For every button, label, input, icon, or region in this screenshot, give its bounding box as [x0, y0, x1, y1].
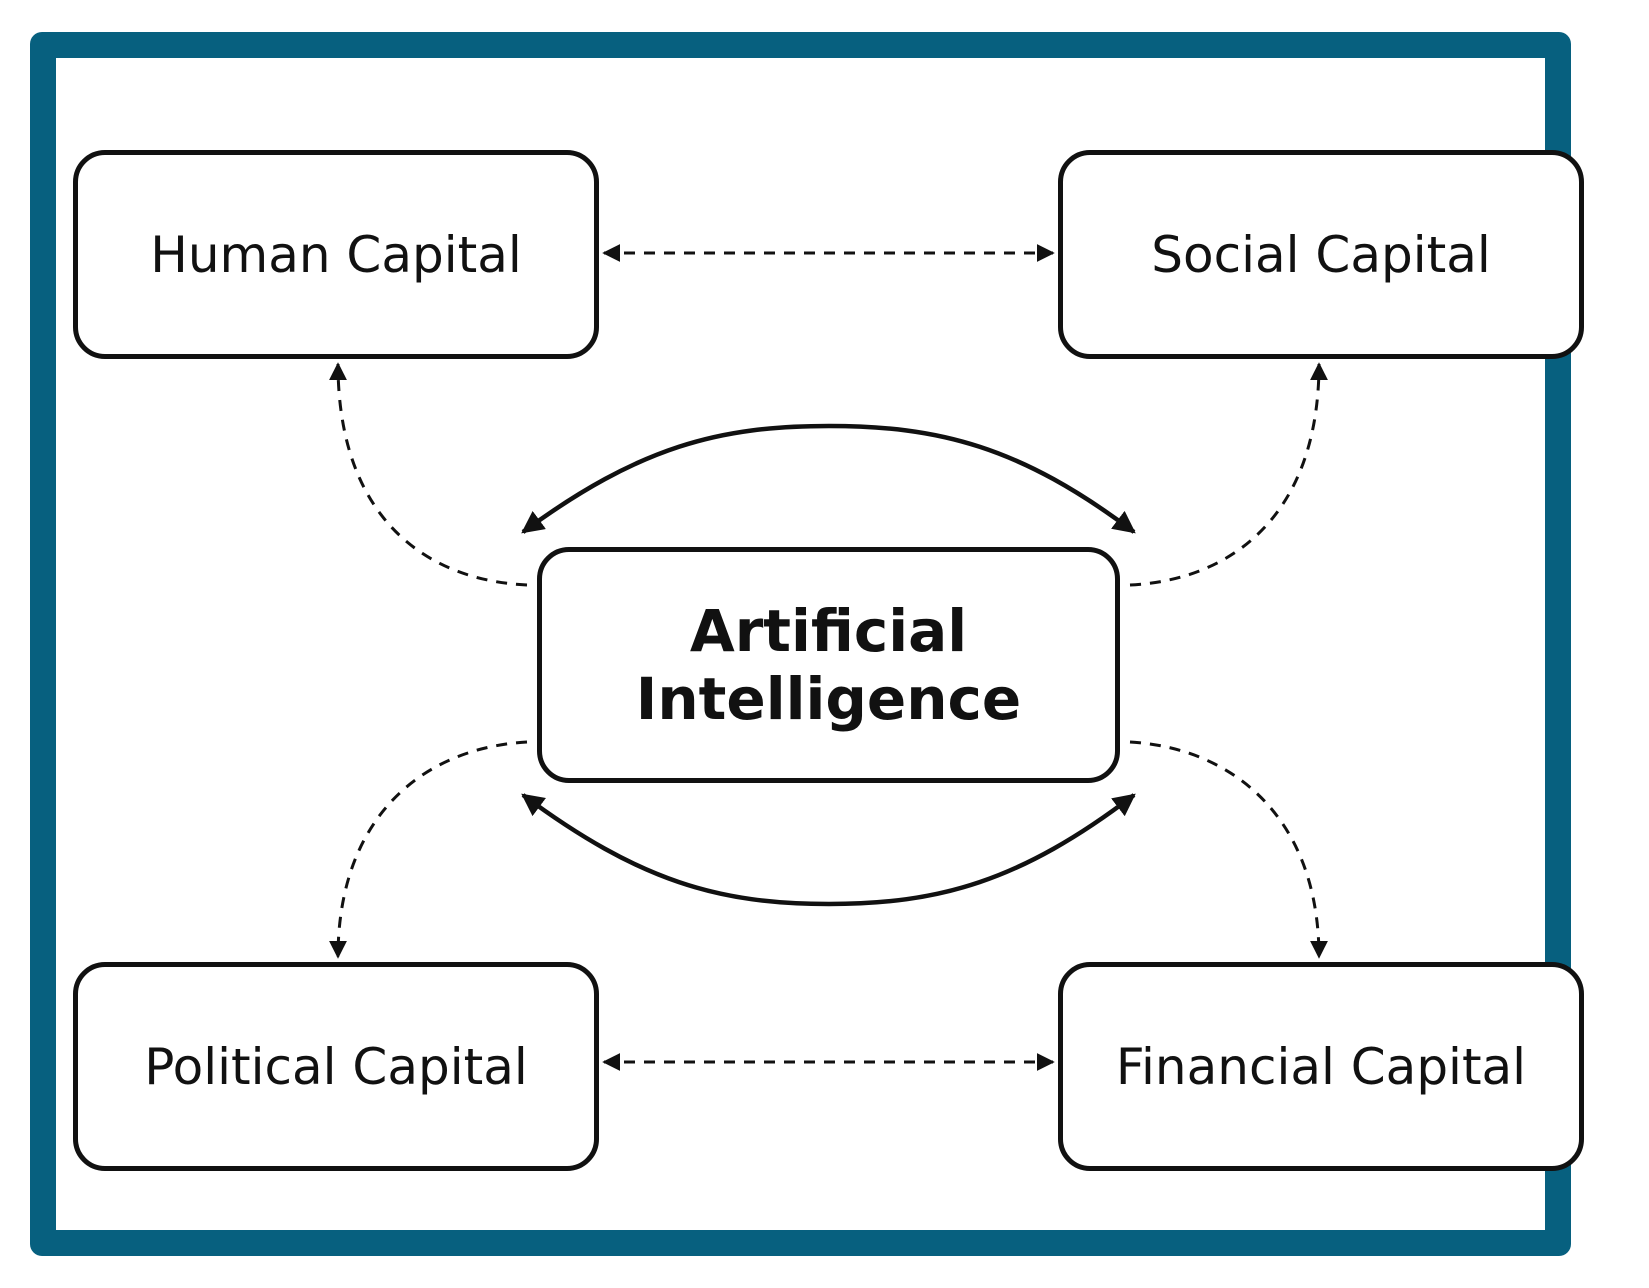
node-financial-capital: Financial Capital	[1058, 962, 1584, 1171]
node-artificial-intelligence: Artificial Intelligence	[537, 547, 1120, 783]
node-financial-capital-label: Financial Capital	[1115, 1037, 1527, 1096]
node-artificial-intelligence-label: Artificial Intelligence	[635, 596, 1022, 733]
node-political-capital: Political Capital	[73, 962, 599, 1171]
node-social-capital-label: Social Capital	[1151, 225, 1491, 284]
edge-ai-financial	[1129, 740, 1328, 959]
node-political-capital-label: Political Capital	[144, 1037, 528, 1096]
edge-ai-political	[329, 740, 528, 959]
node-social-capital: Social Capital	[1058, 150, 1584, 359]
edge-ai-human	[329, 362, 528, 587]
node-human-capital: Human Capital	[73, 150, 599, 359]
edge-ai-social	[1129, 362, 1328, 587]
edge-ai-arc-top	[521, 423, 1136, 534]
edge-ai-arc-bottom	[521, 793, 1136, 907]
node-human-capital-label: Human Capital	[150, 225, 522, 284]
